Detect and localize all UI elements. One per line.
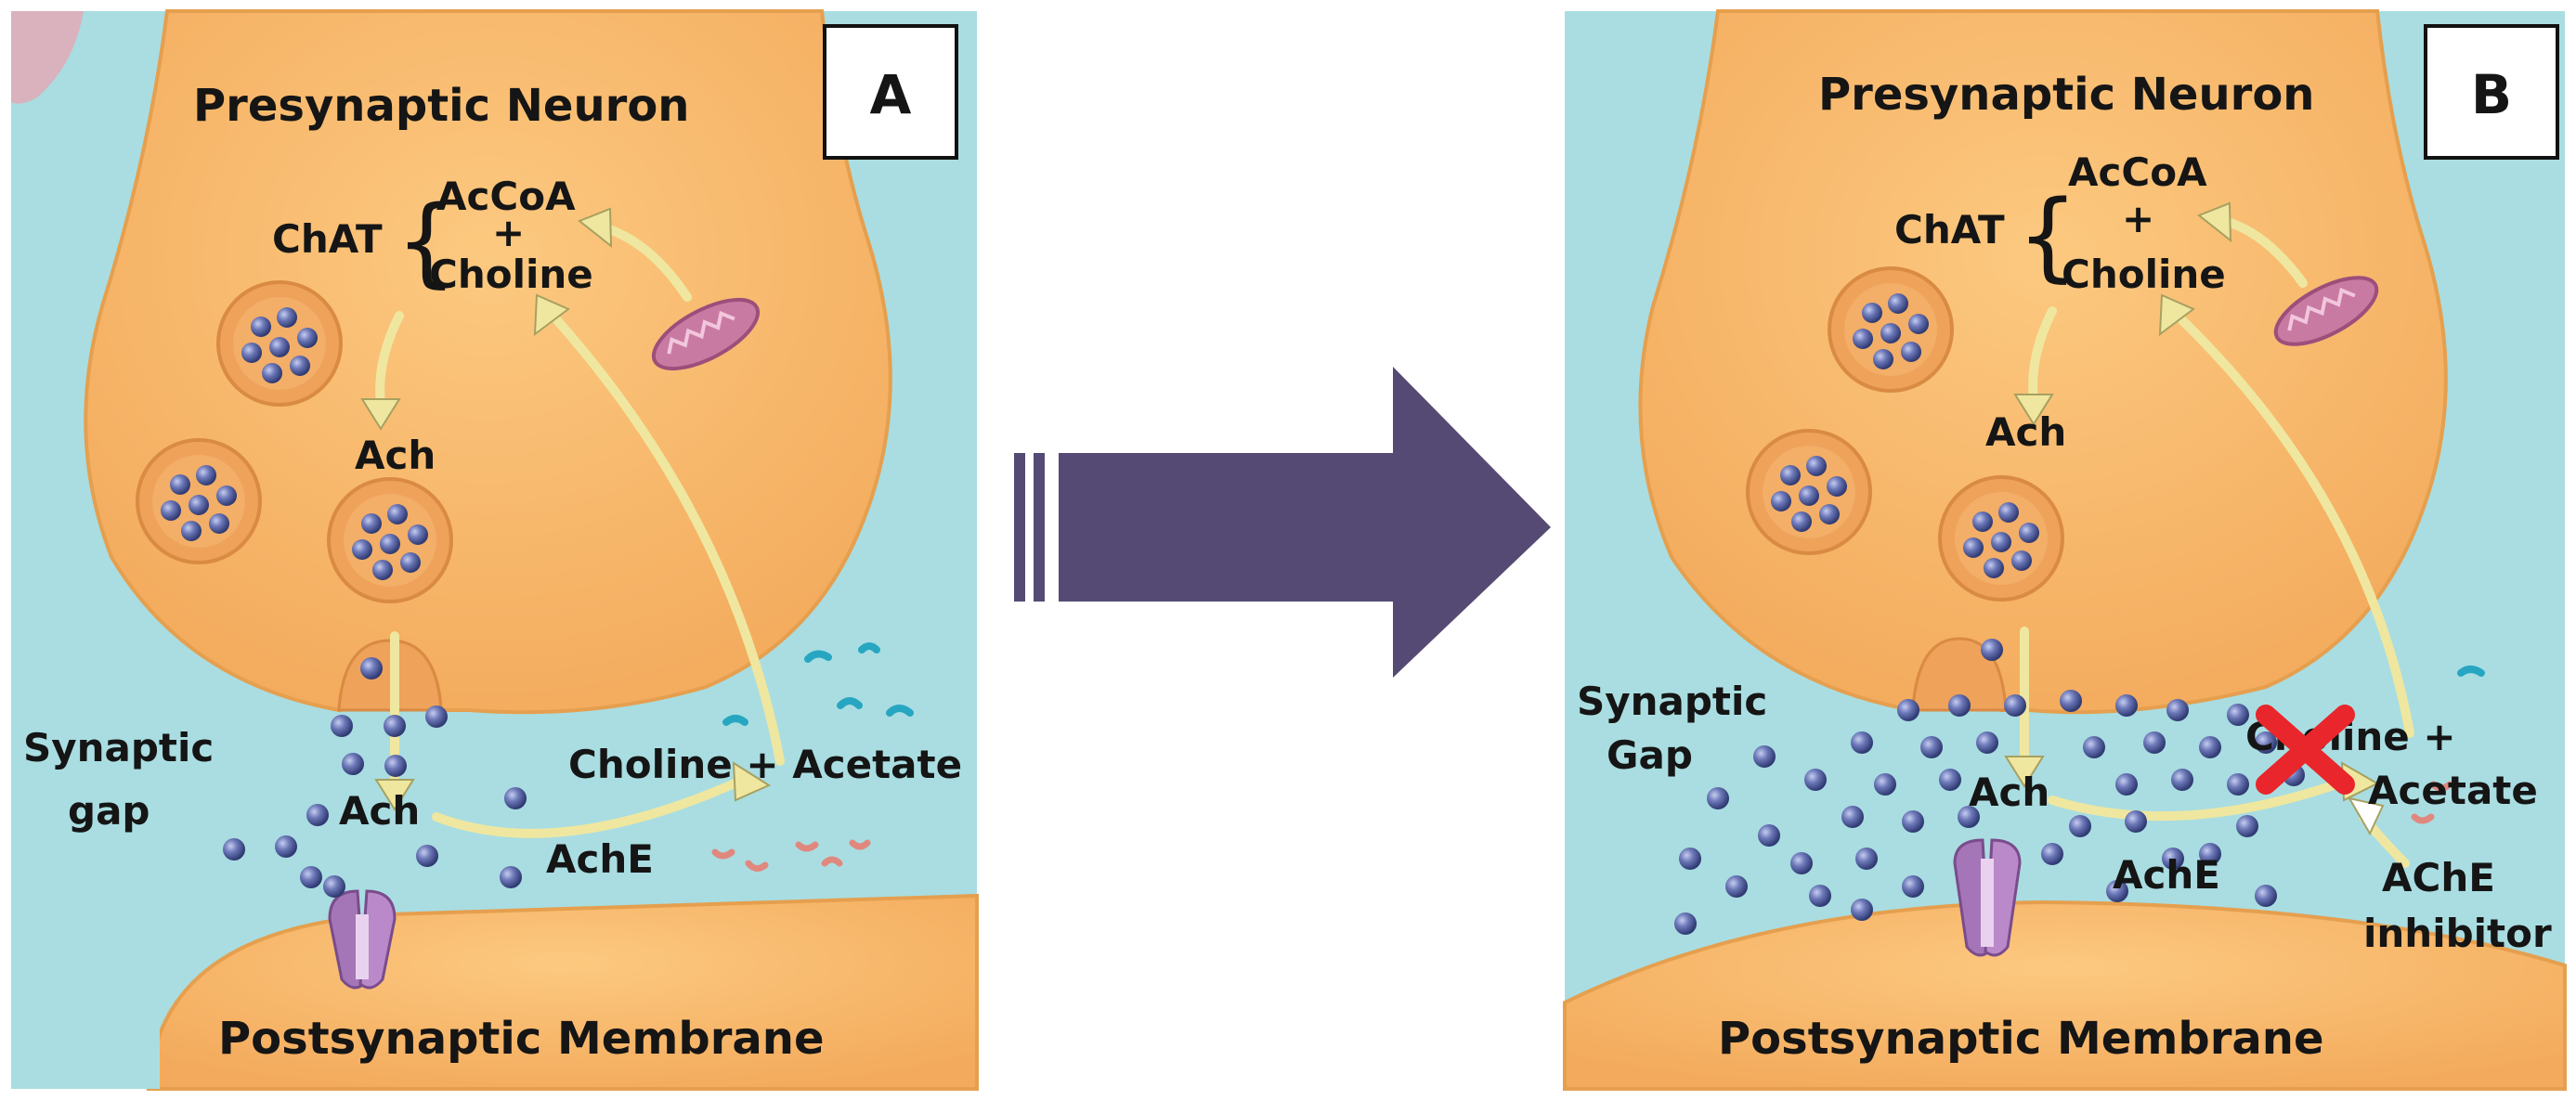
panel-a-postsynaptic-label: Postsynaptic Membrane <box>218 1013 825 1065</box>
panel-a-mitochondrion <box>651 297 761 371</box>
panel-b-title: Presynaptic Neuron <box>1818 69 2314 121</box>
panel-a-accoa-label: AcCoA <box>436 174 576 219</box>
panel-b-chat-brace: { <box>2017 179 2078 292</box>
panel-a-flow-arrows <box>375 223 785 838</box>
panel-b-vesicle-2 <box>1746 429 1872 555</box>
panel-b-letter: B <box>2471 63 2512 126</box>
panel-a-choline-acetate-label: Choline + Acetate <box>568 742 962 787</box>
panel-b-receptor <box>1953 838 2022 957</box>
panel-a-chat-brace: { <box>396 185 457 298</box>
panel-b-acetate-fragments <box>2411 781 2453 824</box>
panel-a-ach-top-label: Ach <box>355 433 436 478</box>
panel-b-plus-label: + <box>2122 196 2154 241</box>
panel-a-letter-box <box>823 24 958 160</box>
panel-b-vesicle-1 <box>1828 266 1954 393</box>
right-arrow-icon <box>1014 367 1551 678</box>
panel-b-flow-arrows <box>2020 216 2414 868</box>
panel-a-plus-label: + <box>492 210 525 255</box>
panel-a-vesicle-2 <box>136 438 262 564</box>
panel-b-postsynaptic-label: Postsynaptic Membrane <box>1718 1013 2324 1065</box>
panel-a-gap-edge <box>11 817 160 1089</box>
panel-b-synaptic-label: Synaptic <box>1577 679 1767 724</box>
panel-b-release-bud <box>1911 637 2008 712</box>
panel-b-chat-label: ChAT <box>1894 207 2005 252</box>
panel-b-ache-label: AchE <box>2113 852 2220 898</box>
panel-a-synaptic-label: Synaptic <box>23 725 214 770</box>
panel-b-inhibitor-line1-label: AChE <box>2382 855 2495 900</box>
panel-a-arrow-heads <box>360 207 772 811</box>
panel-b-gap-label: Gap <box>1607 732 1693 778</box>
panel-a-choline-label: Choline <box>429 252 593 297</box>
panel-a-choline-fragments <box>722 642 914 726</box>
panel-a-acetate-fragments <box>711 839 871 872</box>
panel-a-gap-label: gap <box>68 788 150 834</box>
panel-b-inhibitor-line2-label: inhibitor <box>2363 911 2552 956</box>
panel-a-chat-label: ChAT <box>272 216 383 262</box>
panel-b-choline-label: Choline <box>2062 252 2226 297</box>
panel-b: Presynaptic Neuron B ChAT { AcCoA + Chol… <box>1563 9 2567 1091</box>
panel-b-mitochondrion <box>2273 276 2379 346</box>
panel-b-ach-molecules <box>1674 639 2305 935</box>
panel-a-title: Presynaptic Neuron <box>193 80 689 132</box>
panel-b-ach-top-label: Ach <box>1985 409 2066 455</box>
inhibition-cross-icon <box>2256 705 2355 795</box>
panel-a-letter: A <box>870 63 912 126</box>
panel-a-receptor <box>328 889 397 990</box>
panel-b-acetate-label: Acetate <box>2368 768 2538 813</box>
panel-a-ach-molecules <box>223 657 527 898</box>
panel-a-vesicle-1 <box>216 280 343 407</box>
panel-b-choline-fragment <box>2457 666 2485 677</box>
panel-b-letter-box <box>2424 24 2559 160</box>
panel-b-postsynaptic-membrane <box>1563 899 2567 1091</box>
panel-a-ache-label: AchE <box>546 836 654 882</box>
panel-a: Presynaptic Neuron A ChAT { AcCoA + Chol… <box>11 9 979 1091</box>
panel-b-ach-bottom-label: Ach <box>1969 770 2049 815</box>
panel-a-ach-bottom-label: Ach <box>339 788 420 834</box>
panel-a-vesicle-3 <box>327 477 453 603</box>
panel-b-vesicle-3 <box>1938 475 2064 602</box>
panel-b-accoa-label: AcCoA <box>2068 149 2207 195</box>
panel-a-corner-blob <box>11 11 84 104</box>
